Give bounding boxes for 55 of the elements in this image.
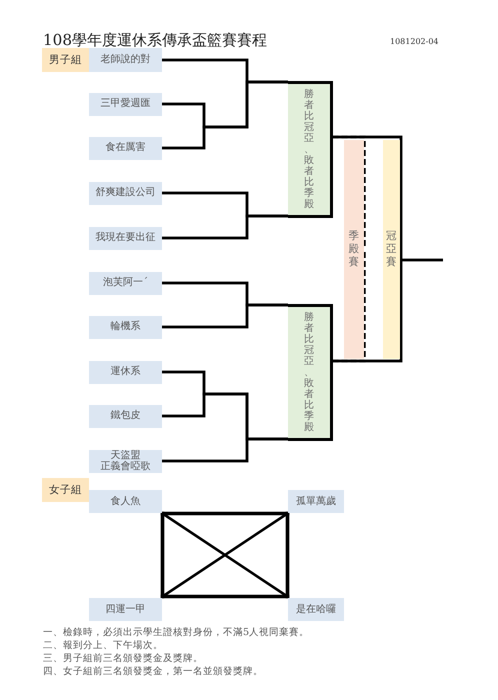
document-code: 1081202-04 (390, 37, 439, 47)
team-name: 運休系 (110, 366, 140, 378)
match-line (160, 594, 290, 598)
third-place-panel (344, 140, 364, 359)
match-name: 冠亞賽 (386, 230, 396, 269)
team-name: 泡芙阿一ˊ (103, 277, 148, 289)
team-tile (89, 226, 162, 250)
team-name: 是在哈囉 (296, 604, 336, 616)
bracket-line (332, 260, 402, 362)
note: 二、報到分上、下午場次。 (43, 640, 163, 651)
team-tile (89, 316, 162, 338)
team-name: 食在厲害 (106, 142, 146, 154)
team-name: 老師說的對 (100, 54, 150, 66)
team-name: 舒爽建設公司 (96, 187, 156, 199)
semifinal-panel (288, 80, 332, 218)
group-name: 男子組 (49, 54, 82, 66)
bracket-line (162, 80, 288, 150)
team-name: 天盜盟 (110, 450, 140, 460)
team-tile (89, 490, 162, 513)
team-name: 食人魚 (110, 496, 140, 508)
team-tile (288, 598, 344, 621)
team-tile (89, 92, 162, 116)
team-name: 正義會啞歌 (100, 461, 150, 472)
title: 108學年度運休系傳承盃籃賽賽程 (43, 31, 267, 49)
team-tile (89, 360, 162, 384)
bracket-line (162, 438, 288, 462)
team-tile (288, 490, 344, 513)
team-tile (89, 272, 162, 294)
note: 一、檢錄時，必須出示學生證核對身份，不滿5人視同棄賽。 (43, 627, 310, 638)
group-tile (42, 478, 89, 502)
note: 三、男子組前三名頒發獎金及獎牌。 (43, 653, 203, 664)
bracket-line (162, 304, 288, 328)
team-name: 三甲愛週匯 (100, 98, 150, 110)
team-tile (89, 598, 162, 621)
team-name: 鐵包皮 (110, 410, 140, 422)
match-name: 季殿賽 (348, 230, 359, 269)
group-tile (42, 48, 89, 72)
bracket-line (332, 136, 402, 260)
match-rule-text: 勝者比冠亞、敗者比季殿 (304, 88, 314, 210)
team-name: 四運一甲 (106, 604, 146, 616)
bracket-line (401, 258, 443, 262)
semifinal-panel (288, 304, 332, 440)
team-tile (89, 48, 162, 72)
team-tile (89, 182, 162, 204)
team-tile (89, 404, 162, 428)
bracket-line (162, 214, 288, 240)
note: 四、女子組前三名頒發獎金，第一名並頒發獎牌。 (43, 666, 263, 677)
match-rule-text: 勝者比冠亞、敗者比季殿 (304, 312, 314, 432)
team-tile (89, 450, 162, 472)
team-tile (89, 136, 162, 160)
group-name: 女子組 (49, 484, 82, 496)
final-panel (383, 140, 400, 359)
team-name: 孤單萬歲 (296, 496, 336, 508)
team-name: 我現在要出征 (96, 232, 156, 244)
team-name: 輪機系 (110, 321, 140, 333)
